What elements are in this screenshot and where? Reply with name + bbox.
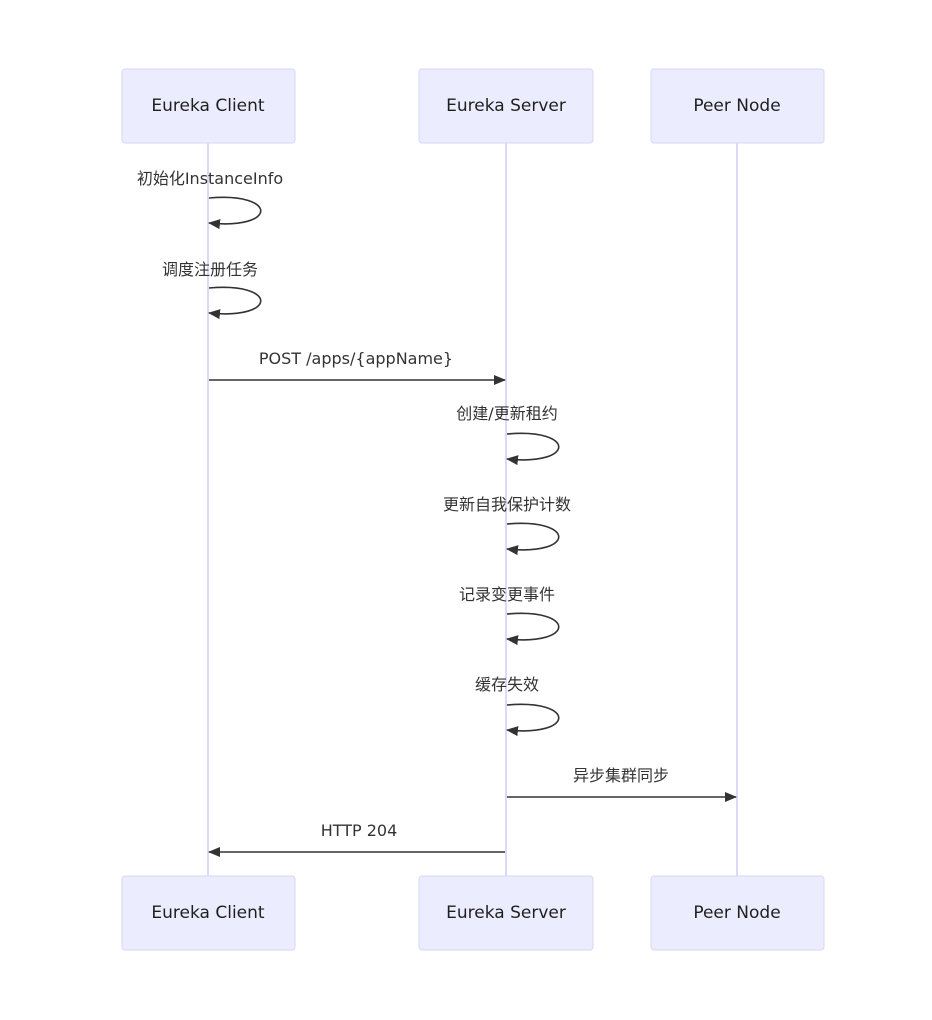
self-loop-arrow <box>208 196 262 230</box>
message-update-self-preservation: 更新自我保护计数 <box>443 495 571 556</box>
actor-label: Eureka Server <box>446 903 566 923</box>
message-record-change-event: 记录变更事件 <box>459 585 560 646</box>
message-label: 记录变更事件 <box>459 585 555 604</box>
message-label: 更新自我保护计数 <box>443 495 571 514</box>
actor-label: Peer Node <box>693 96 780 116</box>
actor-eureka-server-top: Eureka Server <box>418 68 594 144</box>
self-loop-arrow <box>506 432 560 466</box>
actor-label: Eureka Server <box>446 96 566 116</box>
message-post-apps: POST /apps/{appName} <box>209 349 506 385</box>
message-label: 调度注册任务 <box>162 260 258 279</box>
self-loop-arrow <box>506 522 560 556</box>
actor-peer-node-top: Peer Node <box>650 68 825 144</box>
actor-peer-node-bottom: Peer Node <box>650 875 825 951</box>
message-label: 初始化InstanceInfo <box>137 169 283 188</box>
message-label: POST /apps/{appName} <box>259 349 453 368</box>
actor-label: Eureka Client <box>151 903 265 923</box>
message-async-cluster-sync: 异步集群同步 <box>507 766 737 802</box>
actor-label: Eureka Client <box>151 96 265 116</box>
actor-eureka-server-bottom: Eureka Server <box>418 875 594 951</box>
message-http-204: HTTP 204 <box>208 821 505 857</box>
message-label: HTTP 204 <box>321 821 398 840</box>
actor-eureka-client-bottom: Eureka Client <box>121 875 296 951</box>
self-loop-arrow <box>506 612 560 646</box>
actor-eureka-client-top: Eureka Client <box>121 68 296 144</box>
message-schedule-register-task: 调度注册任务 <box>162 260 262 320</box>
message-init-instanceinfo: 初始化InstanceInfo <box>137 169 283 230</box>
self-loop-arrow <box>506 703 560 737</box>
actor-label: Peer Node <box>693 903 780 923</box>
message-create-update-lease: 创建/更新租约 <box>456 404 560 466</box>
self-loop-arrow <box>208 286 262 320</box>
message-label: 异步集群同步 <box>573 766 669 785</box>
message-label: 创建/更新租约 <box>456 404 557 423</box>
message-cache-invalidate: 缓存失效 <box>475 675 560 737</box>
message-label: 缓存失效 <box>475 675 539 694</box>
